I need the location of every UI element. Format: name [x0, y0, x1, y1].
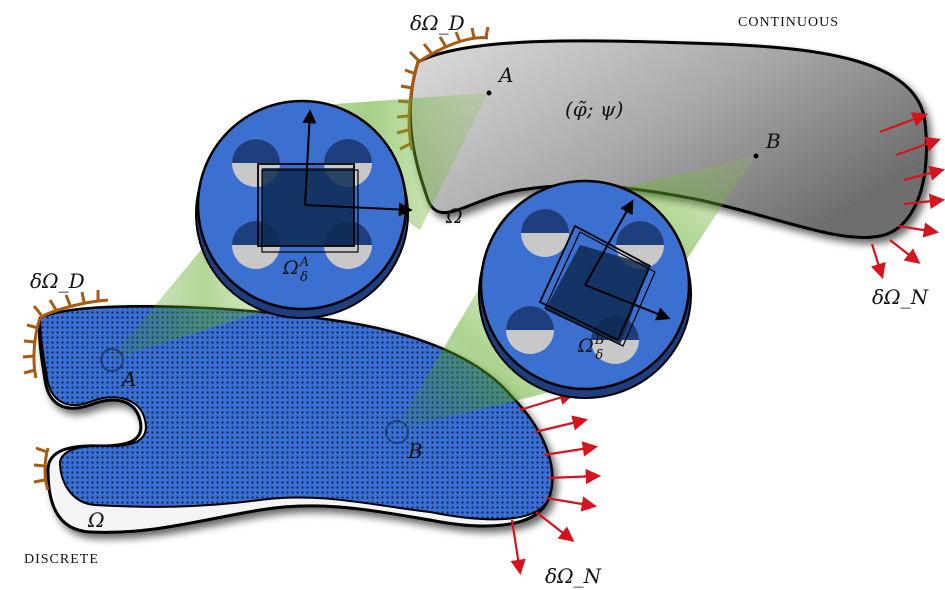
discrete-dirichlet-hatch	[22, 290, 109, 491]
continuous-neumann-arrows	[870, 112, 945, 279]
discrete-point-b-marker	[385, 420, 409, 444]
discrete-neumann-label: δΩ_N	[545, 564, 603, 588]
continuous-field-label: (φ̃; ψ)	[565, 97, 623, 121]
link-beam-b-lower	[395, 270, 560, 430]
rve-a-label-main: Ω	[282, 257, 299, 279]
continuous-dirichlet-label: δΩ_D	[410, 11, 465, 35]
rve-b-label-sub: δ	[595, 348, 603, 363]
discrete-title: DISCRETE	[24, 552, 99, 567]
point-markers	[100, 90, 759, 444]
discrete-point-a-marker	[100, 348, 124, 372]
continuous-domain-label: Ω	[445, 204, 463, 228]
continuous-domain	[408, 39, 928, 239]
continuous-title: CONTINUOUS	[738, 15, 839, 30]
discrete-dirichlet-label: δΩ_D	[30, 269, 85, 293]
rve-b	[478, 179, 692, 399]
discrete-point-a-label: A	[120, 367, 136, 391]
continuous-point-b-marker	[753, 153, 759, 159]
rve-a	[195, 99, 413, 319]
discrete-point-b-label: B	[407, 439, 423, 463]
rve-b-label-main: Ω	[577, 335, 594, 357]
continuous-point-b-label: B	[765, 129, 781, 153]
discrete-mesh	[38, 305, 554, 521]
rve-a-label-sup: A	[299, 255, 309, 270]
continuous-neumann-label: δΩ_N	[872, 285, 930, 309]
rve-b-label-sup: B	[594, 333, 605, 348]
continuous-point-a-label: A	[497, 63, 513, 87]
discrete-domain-label: Ω	[87, 508, 105, 532]
continuous-point-a-marker	[486, 90, 492, 96]
rve-a-label-sub: δ	[300, 270, 308, 285]
